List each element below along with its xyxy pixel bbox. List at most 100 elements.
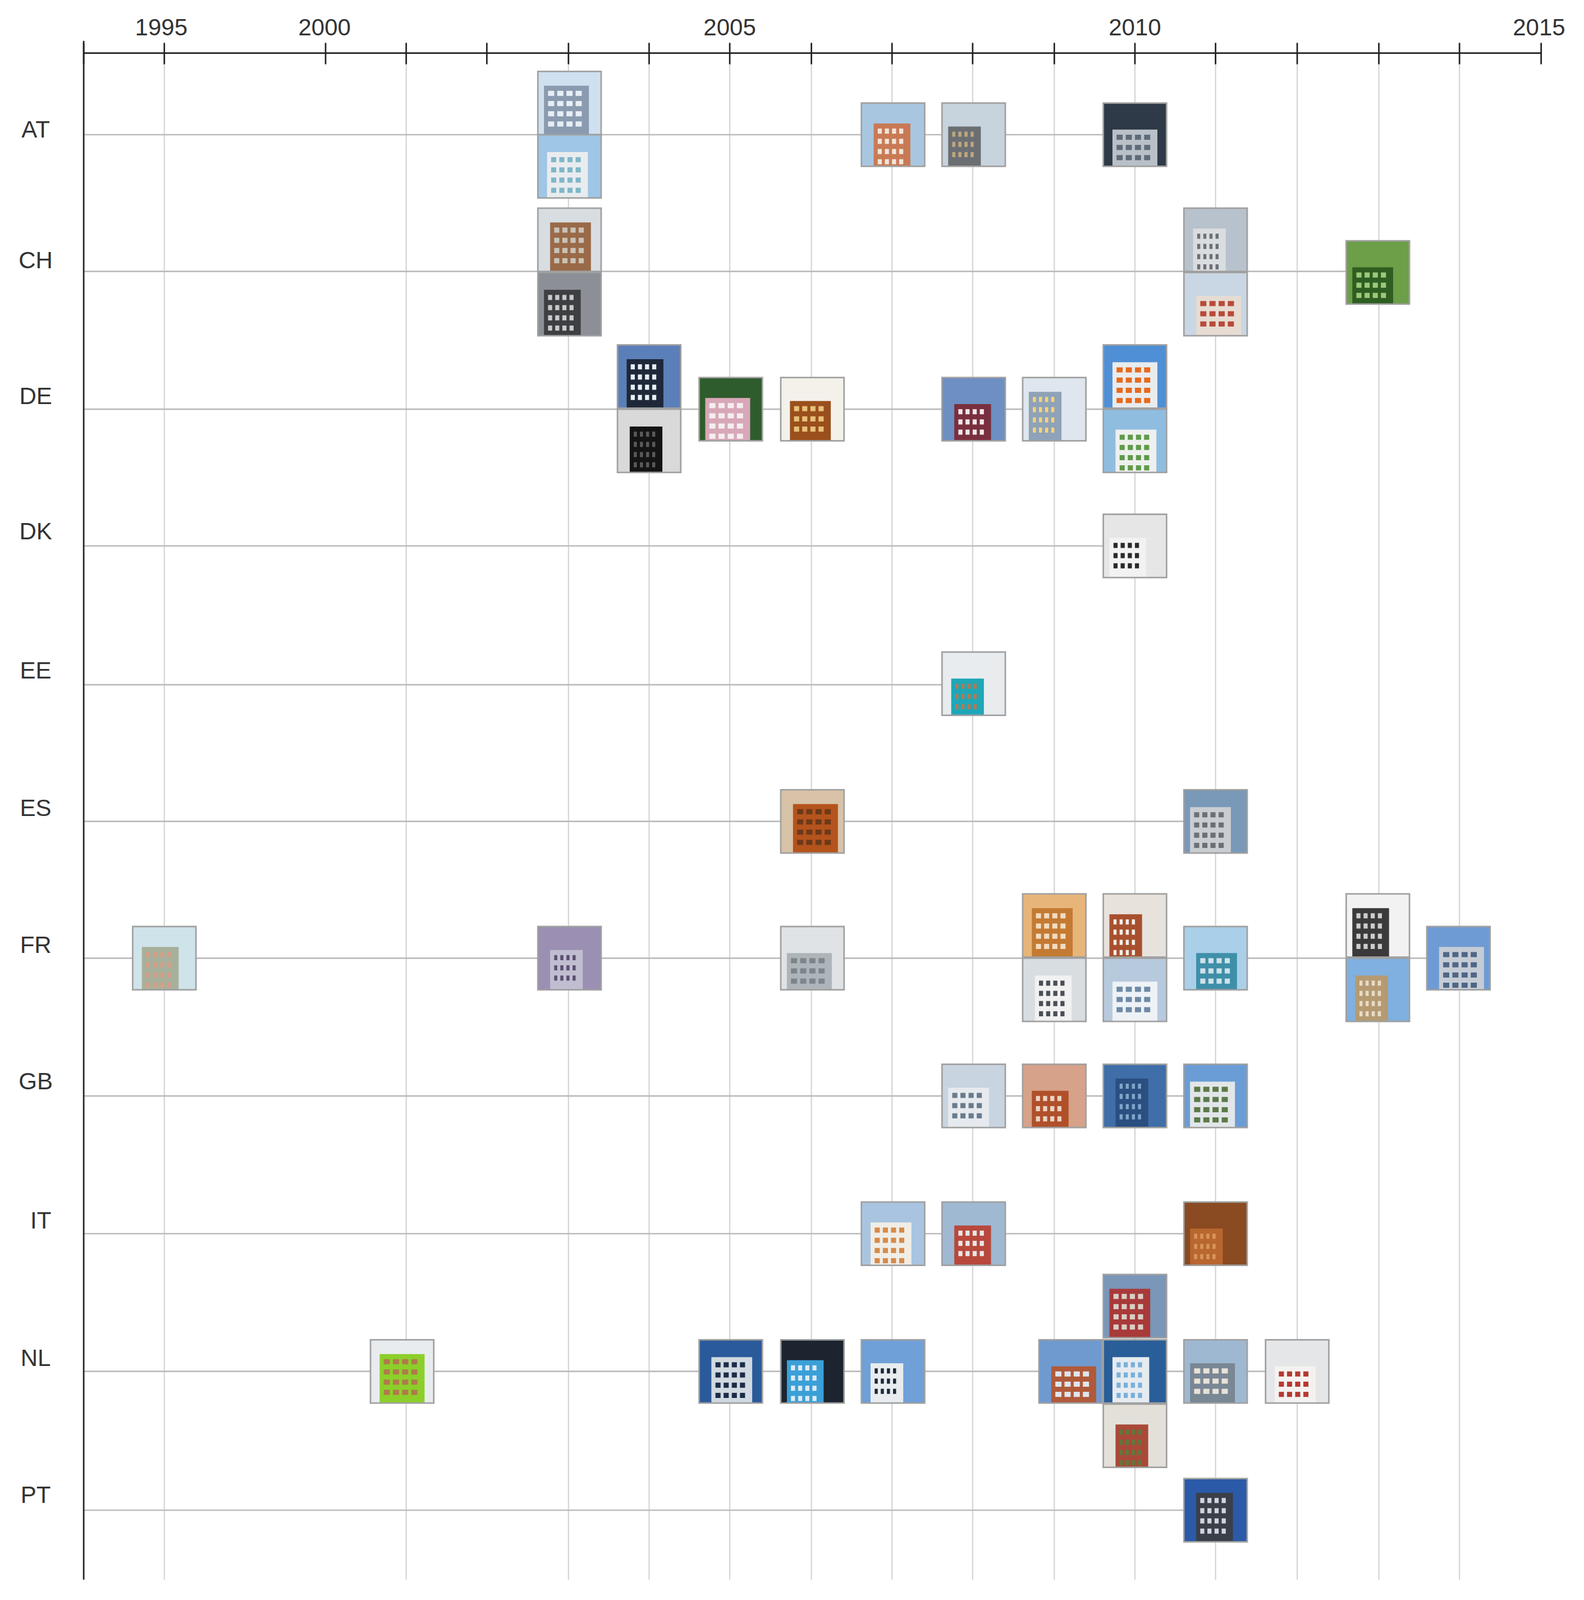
photo-window [1036, 923, 1042, 929]
photo-window [551, 177, 557, 183]
row-line [83, 1509, 1216, 1512]
photo-window [630, 384, 635, 390]
year-tick [1053, 42, 1056, 64]
photo-window [1461, 962, 1468, 968]
photo-window [646, 451, 649, 457]
photo-window [652, 364, 657, 370]
photo-window [1193, 812, 1199, 818]
photo-window [958, 429, 963, 435]
photo-window [1038, 396, 1042, 402]
photo-window [1200, 1518, 1204, 1524]
photo-window [1137, 1450, 1141, 1456]
photo-window [1119, 435, 1125, 441]
photo-window [1125, 950, 1129, 956]
photo-window [575, 90, 583, 96]
photo-window [1036, 1116, 1041, 1122]
building-thumbnail [1183, 789, 1248, 854]
building-thumbnail [1183, 926, 1248, 991]
photo-window [1143, 367, 1151, 373]
photo-window [1143, 377, 1151, 383]
photo-window [967, 704, 971, 710]
photo-window [731, 1362, 737, 1368]
photo-window [797, 819, 804, 825]
photo-window [401, 1359, 409, 1365]
photo-window [1116, 1383, 1121, 1389]
photo-window [153, 982, 158, 988]
year-tick [324, 42, 327, 64]
photo-window [547, 111, 555, 117]
photo-window [1221, 1117, 1229, 1123]
photo-window [570, 258, 576, 264]
photo-window [1200, 1243, 1203, 1249]
photo-window [818, 416, 824, 422]
photo-building [543, 289, 581, 336]
photo-window [1193, 843, 1199, 849]
photo-window [1224, 958, 1230, 964]
photo-window [800, 968, 807, 974]
photo-window [1193, 1097, 1201, 1103]
photo-window [1051, 406, 1055, 412]
building-thumbnail [1426, 926, 1491, 991]
photo-window [806, 809, 813, 815]
photo-window [824, 829, 831, 835]
thumbnail-frame [1426, 926, 1491, 991]
photo-sky [1103, 1404, 1167, 1468]
photo-window [575, 157, 581, 163]
photo-window [646, 462, 649, 468]
photo-window [570, 248, 576, 254]
photo-building [1189, 1363, 1235, 1404]
photo-window [1053, 1011, 1057, 1017]
photo-window [1200, 1528, 1204, 1535]
photo-window [1287, 1371, 1293, 1377]
photo-window [958, 1230, 963, 1236]
photo-window [797, 839, 804, 845]
photo-window [1203, 244, 1207, 250]
photo-window [1137, 1304, 1143, 1310]
photo-window [1116, 387, 1123, 393]
photo-sky [1183, 208, 1248, 272]
photo-window [1113, 1304, 1119, 1310]
building-thumbnail [617, 409, 681, 473]
thumbnail-frame [1103, 1064, 1167, 1128]
grid-line [972, 53, 974, 1581]
photo-window [1129, 1294, 1135, 1300]
photo-window [1113, 1314, 1119, 1320]
photo-window [797, 809, 804, 815]
photo-window [1060, 923, 1066, 929]
photo-sky [1038, 1339, 1103, 1404]
photo-window [1053, 980, 1057, 986]
photo-window [882, 1258, 888, 1264]
photo-window [877, 138, 882, 144]
row-line [83, 1233, 1216, 1235]
photo-window [630, 364, 635, 370]
photo-window [1216, 978, 1222, 984]
photo-window [1134, 387, 1142, 393]
photo-window [1143, 134, 1151, 140]
year-label: 2010 [1108, 15, 1161, 40]
photo-window [1364, 293, 1370, 299]
photo-window [1134, 563, 1139, 569]
photo-window [727, 433, 734, 439]
photo-sky [617, 345, 681, 409]
photo-window [145, 982, 150, 988]
photo-window [899, 128, 904, 134]
photo-window [1294, 1392, 1300, 1398]
photo-window [411, 1369, 418, 1375]
photo-window [1119, 940, 1123, 946]
photo-window [715, 1383, 721, 1389]
year-tick [1540, 42, 1542, 64]
country-label: NL [20, 1346, 52, 1371]
photo-sky [1346, 240, 1410, 305]
photo-sky [617, 409, 681, 473]
photo-window [973, 693, 977, 699]
photo-window [802, 426, 808, 432]
photo-window [1210, 832, 1216, 839]
photo-window [554, 965, 557, 971]
photo-window [958, 1251, 963, 1257]
photo-sky [1103, 345, 1167, 409]
photo-sky [861, 103, 926, 167]
photo-window [644, 395, 649, 401]
photo-window [567, 177, 573, 183]
